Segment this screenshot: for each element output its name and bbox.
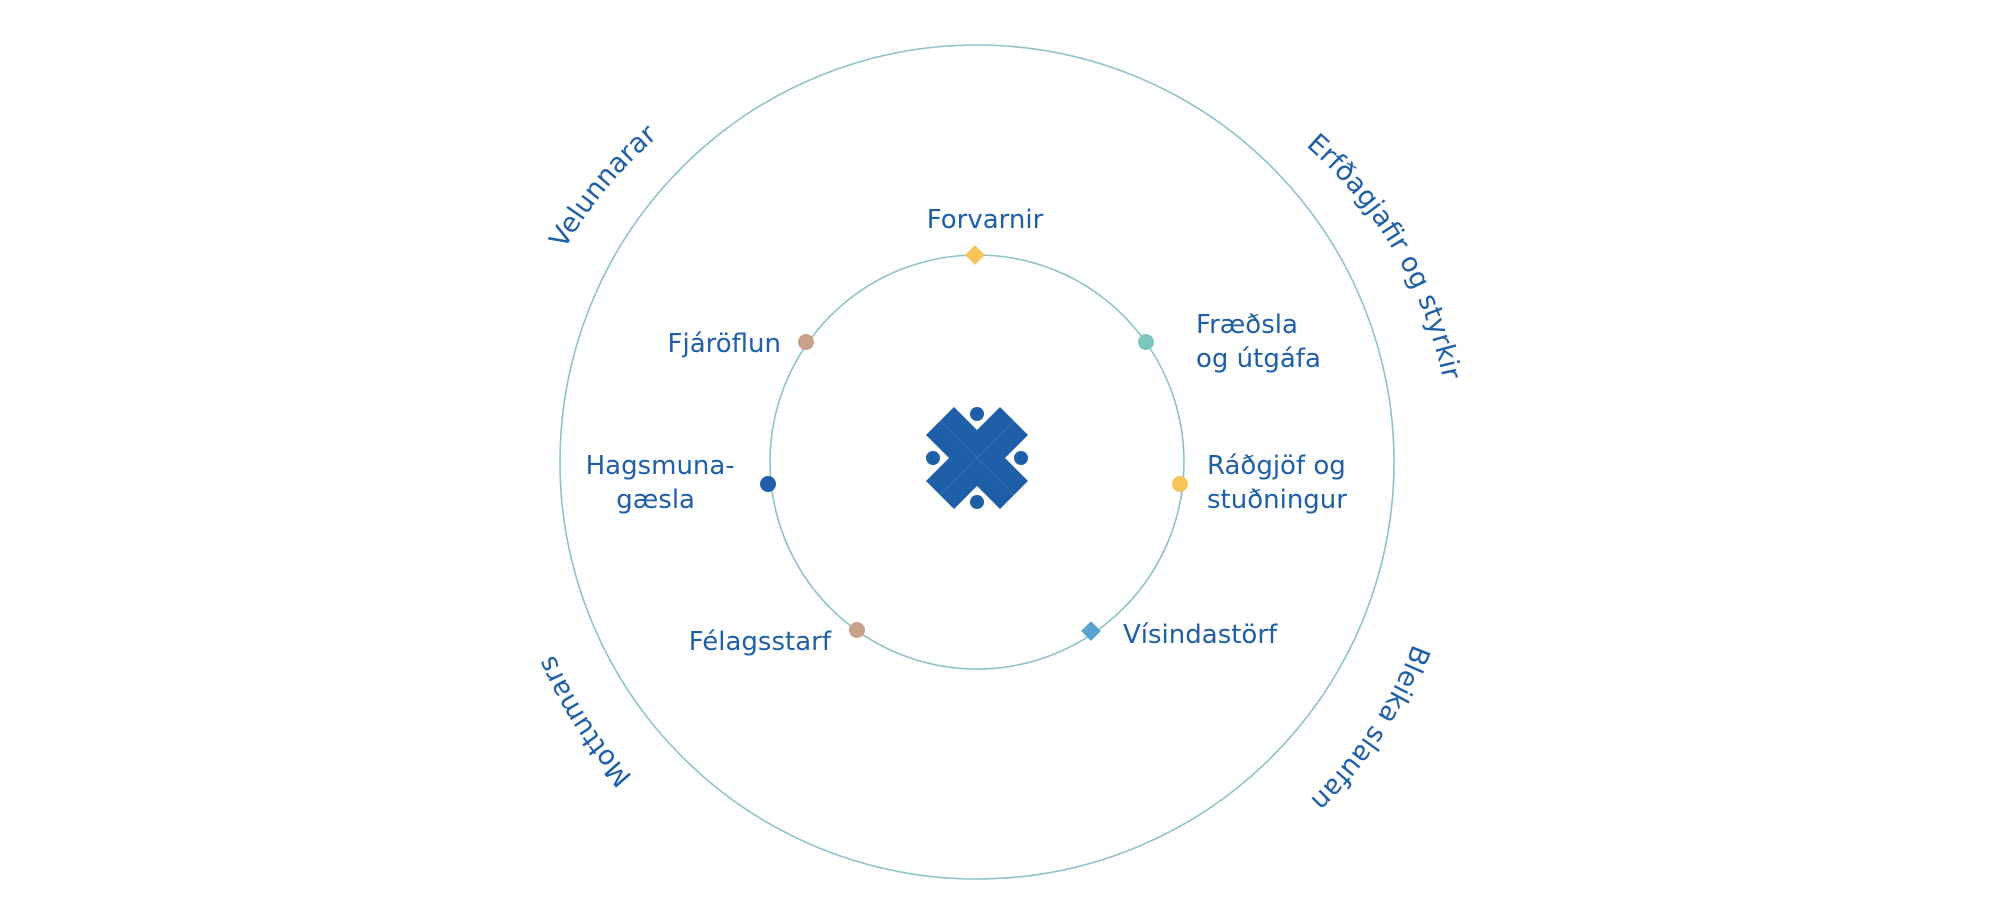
logo-dot-left [926,451,940,465]
label-hagsmuna-line-1: Hagsmuna- [586,451,735,481]
outer-label-erfdagjafir-path: Erfðagjafir og styrkir [1301,128,1467,383]
label-felagsstarf-line-1: Félagsstarf [689,627,832,657]
outer-label-velunnarar-path: Velunnarar [544,118,663,253]
logo-dot-bottom [970,495,984,509]
outer-label-bleika-path: Bleika slaufan [1305,641,1436,817]
label-hagsmuna-line-2: gæsla [616,485,695,515]
marker-forvarnir [965,245,985,265]
marker-felagsstarf [849,622,865,638]
outer-label-mottumars-path: Mottumars [532,651,638,792]
label-forvarnir: Forvarnir [927,205,1044,235]
label-radgjof-line-2: stuðningur [1207,485,1347,515]
label-radgjof-line-1: Ráðgjöf og [1207,451,1346,481]
outer-label-velunnarar: Velunnarar [544,118,663,253]
label-radgjof: Ráðgjöf og stuðningur [1207,451,1354,515]
label-fjaroflun: Fjáröflun [668,329,781,359]
cross-people-logo-icon [926,407,1028,509]
logo-arm-top-left [940,407,1014,458]
marker-fjaroflun [798,334,814,350]
outer-label-mottumars: Mottumars [532,651,638,792]
label-visindastorf: Vísindastörf [1123,620,1278,650]
outer-label-bleika: Bleika slaufan [1305,641,1436,817]
logo-arm-bottom [940,458,1014,509]
logo-arm-left [926,421,977,495]
label-fraedsla-line-2: og útgáfa [1196,344,1321,374]
label-forvarnir-line-1: Forvarnir [927,205,1044,235]
marker-radgjof [1172,476,1188,492]
outer-label-erfdagjafir: Erfðagjafir og styrkir [1301,128,1467,383]
label-visindastorf-line-1: Vísindastörf [1123,620,1278,650]
marker-fraedsla [1138,334,1154,350]
logo-arm-right [977,421,1028,495]
marker-visindastorf [1081,621,1101,641]
label-fraedsla: Fræðsla og útgáfa [1196,310,1321,374]
outer-ring [559,44,1395,880]
marker-hagsmuna [760,476,776,492]
label-fraedsla-line-1: Fræðsla [1196,310,1298,340]
logo-dot-top [970,407,984,421]
label-hagsmuna: Hagsmuna- gæsla [586,451,743,515]
label-felagsstarf: Félagsstarf [689,627,832,657]
logo-dot-right [1014,451,1028,465]
label-fjaroflun-line-1: Fjáröflun [668,329,781,359]
